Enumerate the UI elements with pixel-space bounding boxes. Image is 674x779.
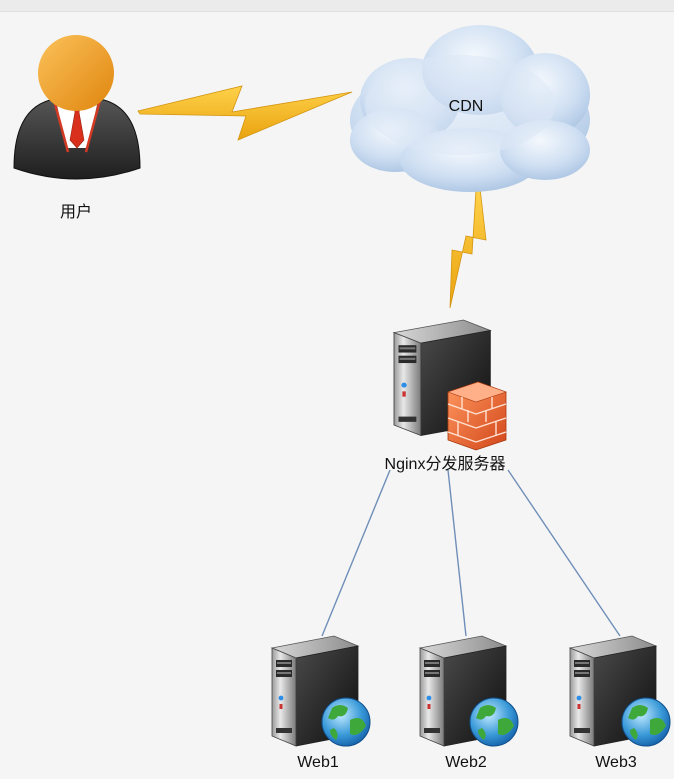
user-icon — [13, 35, 141, 180]
lightning-user-cdn — [137, 85, 353, 141]
top-bar — [0, 0, 674, 12]
globe-icon-web3 — [621, 697, 671, 747]
nginx-label: Nginx分发服务器 — [384, 456, 506, 473]
cloud-icon — [350, 25, 590, 192]
connector-nginx-web3 — [507, 469, 621, 637]
globe-icon-web2 — [469, 697, 519, 747]
web1-label: Web1 — [297, 754, 339, 771]
lightning-cdn-nginx — [449, 187, 487, 309]
globe-icon-web1 — [321, 697, 371, 747]
web2-label: Web2 — [445, 754, 487, 771]
web3-label: Web3 — [595, 754, 637, 771]
user-label: 用户 — [59, 204, 92, 221]
connector-nginx-web1 — [321, 469, 391, 637]
firewall-icon — [447, 381, 507, 451]
connectors — [321, 469, 621, 637]
cdn-label: CDN — [448, 98, 484, 115]
connector-nginx-web2 — [447, 469, 467, 637]
